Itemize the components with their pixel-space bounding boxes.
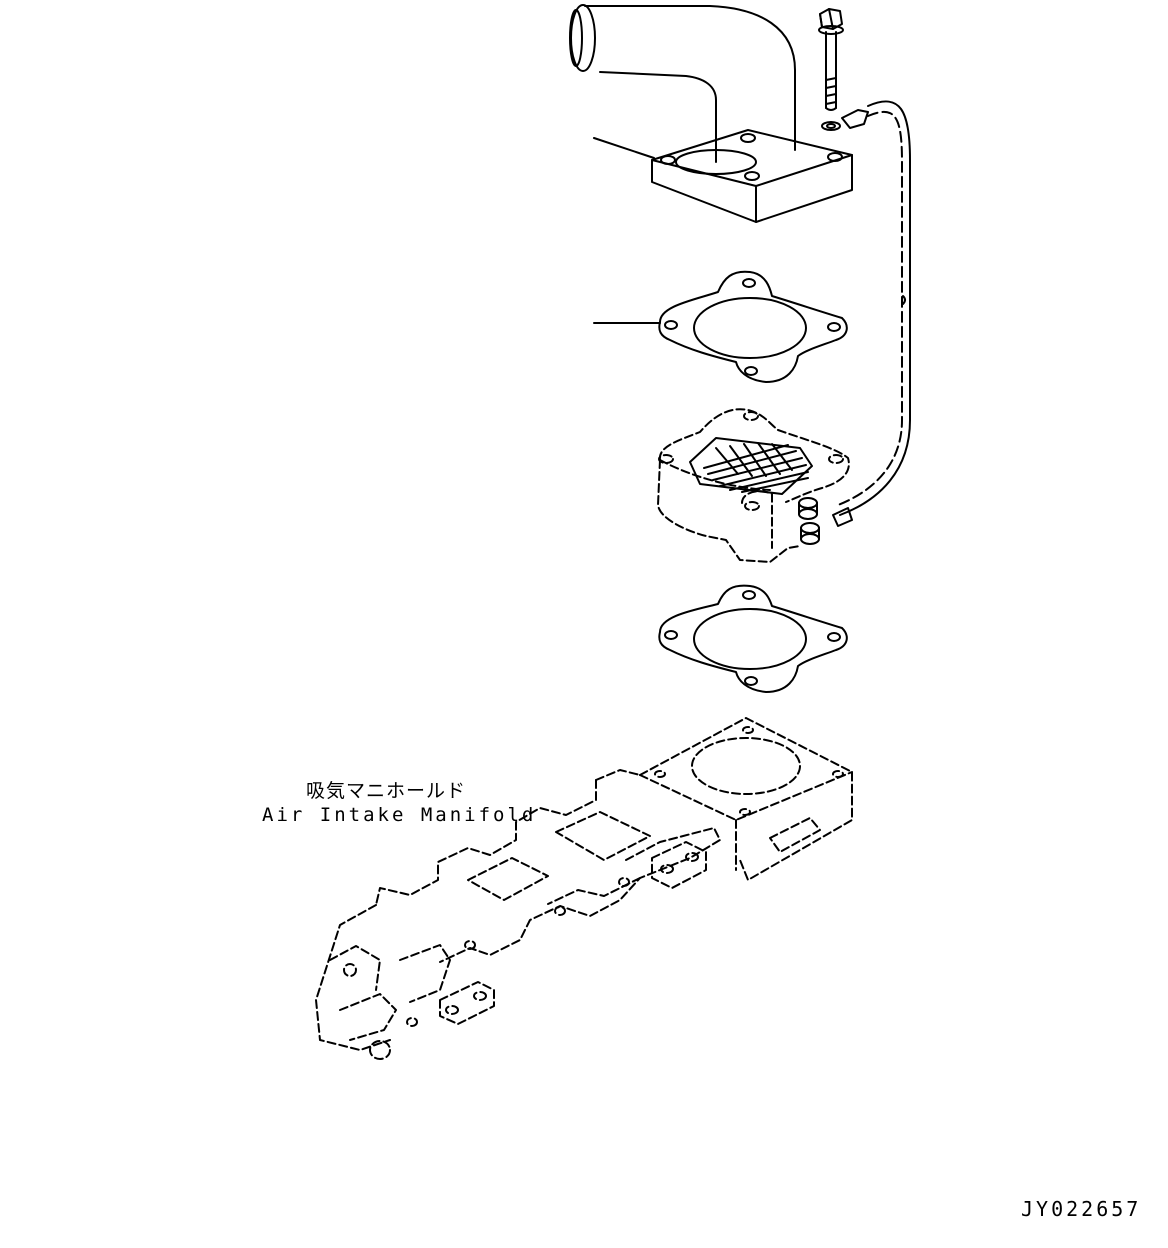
flange-bolt [818, 8, 844, 111]
air-intake-manifold [315, 717, 853, 1060]
part-label-japanese: 吸気マニホールド [306, 780, 467, 802]
washer [821, 121, 841, 131]
elbow-pipe [569, 4, 853, 223]
lower-gasket [658, 584, 848, 693]
sensor-harness [832, 100, 911, 527]
heater-grid [689, 437, 813, 495]
harness-clip-mark [902, 295, 906, 305]
part-label-english: Air Intake Manifold [262, 804, 537, 826]
heater-terminals [798, 497, 820, 545]
drawing-number: JY022657 [1021, 1197, 1142, 1221]
upper-gasket [593, 270, 848, 383]
